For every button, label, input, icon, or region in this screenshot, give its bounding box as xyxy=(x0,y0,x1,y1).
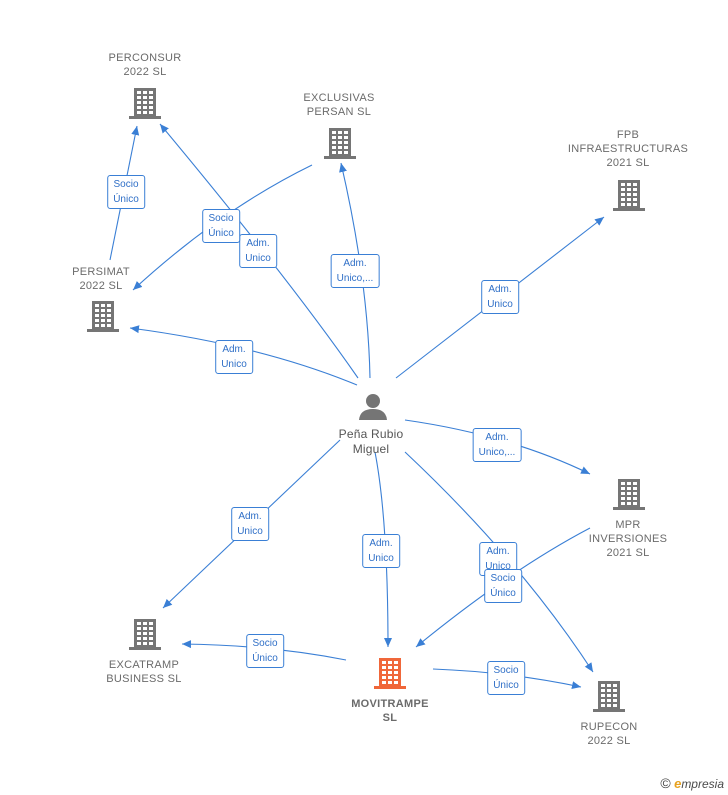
label-line: Peña Rubio xyxy=(338,427,404,441)
label-line: Único xyxy=(490,588,516,599)
company-label-fpb[interactable]: FPB INFRAESTRUCTURAS 2021 SL xyxy=(568,128,688,170)
label-line: 2021 SL xyxy=(606,157,650,169)
company-label-exclusivas[interactable]: EXCLUSIVAS PERSAN SL xyxy=(303,91,374,119)
label-line: EXCATRAMP xyxy=(108,659,180,671)
edge-label-center-mpr[interactable]: Adm. Unico,... xyxy=(472,428,522,462)
building-icon-perconsur[interactable] xyxy=(129,88,161,119)
label-line: INFRAESTRUCTURAS xyxy=(567,143,689,155)
label-line: Unico xyxy=(221,359,247,370)
label-line: 2022 SL xyxy=(123,66,167,78)
label-line: PERSAN SL xyxy=(306,106,372,118)
label-line: Adm. xyxy=(488,284,512,295)
label-line: Unico xyxy=(487,299,513,310)
person-icon[interactable] xyxy=(359,394,387,420)
label-line: Socio xyxy=(490,573,516,584)
building-icon-mpr[interactable] xyxy=(613,479,645,510)
label-line: MOVITRAMPE xyxy=(351,698,429,710)
company-label-mpr[interactable]: MPR INVERSIONES 2021 SL xyxy=(589,518,668,560)
label-line: PERSIMAT xyxy=(72,266,130,278)
building-icon-persimat[interactable] xyxy=(87,301,119,332)
brand-watermark: © empresia xyxy=(660,775,724,791)
label-line: 2022 SL xyxy=(587,735,631,747)
copyright-icon: © xyxy=(660,775,671,791)
edge-label-center-excatramp[interactable]: Adm. Unico xyxy=(231,507,269,541)
label-line: Adm. xyxy=(369,538,393,549)
label-line: Miguel xyxy=(352,442,390,456)
label-line: BUSINESS SL xyxy=(106,673,182,685)
brand-logo-text: mpresia xyxy=(681,777,724,791)
label-line: INVERSIONES xyxy=(588,533,668,545)
label-line: Adm. xyxy=(246,238,270,249)
label-line: Socio xyxy=(113,179,139,190)
company-label-perconsur[interactable]: PERCONSUR 2022 SL xyxy=(109,51,182,79)
building-icon-fpb[interactable] xyxy=(613,180,645,211)
building-icon-movitrampe[interactable] xyxy=(374,658,406,689)
label-line: Único xyxy=(252,653,278,664)
label-line: Socio xyxy=(493,665,519,676)
label-line: EXCLUSIVAS xyxy=(303,92,375,104)
main-company-label[interactable]: MOVITRAMPE SL xyxy=(351,697,429,725)
label-line: Adm. xyxy=(343,258,367,269)
brand-logo-initial: e xyxy=(674,776,682,791)
company-label-persimat[interactable]: PERSIMAT 2022 SL xyxy=(72,265,130,293)
label-line: PERCONSUR xyxy=(108,52,182,64)
label-line: Único xyxy=(113,194,139,205)
label-line: Adm. xyxy=(222,344,246,355)
edge-label-center-fpb[interactable]: Adm. Unico xyxy=(481,280,519,314)
label-line: SL xyxy=(382,712,398,724)
edge-label-center-perconsur[interactable]: Adm. Unico xyxy=(239,234,277,268)
company-label-rupecon[interactable]: RUPECON 2022 SL xyxy=(580,720,637,748)
label-line: FPB xyxy=(616,129,640,141)
label-line: Único xyxy=(493,680,519,691)
label-line: 2021 SL xyxy=(606,547,650,559)
label-line: Socio xyxy=(252,638,278,649)
label-line: Adm. xyxy=(238,511,262,522)
label-line: Unico xyxy=(237,526,263,537)
label-line: Adm. xyxy=(486,546,510,557)
label-line: MPR xyxy=(615,519,641,531)
edge-label-center-persimat[interactable]: Adm. Unico xyxy=(215,340,253,374)
label-line: Adm. xyxy=(485,432,509,443)
company-label-excatramp[interactable]: EXCATRAMP BUSINESS SL xyxy=(106,658,181,686)
label-line: Socio xyxy=(208,213,234,224)
label-line: Único xyxy=(208,228,234,239)
label-line: Unico,... xyxy=(478,447,516,458)
edge-label-center-movitrampe[interactable]: Adm. Unico xyxy=(362,534,400,568)
label-line: Unico xyxy=(245,253,271,264)
label-line: 2022 SL xyxy=(79,280,123,292)
label-line: Unico,... xyxy=(336,273,374,284)
label-line: Unico xyxy=(485,561,511,572)
building-icon-rupecon[interactable] xyxy=(593,681,625,712)
label-line: Unico xyxy=(368,553,394,564)
edge-label-center-exclusivas[interactable]: Adm. Unico,... xyxy=(330,254,380,288)
building-icon-excatramp[interactable] xyxy=(129,619,161,650)
label-line: RUPECON xyxy=(580,721,638,733)
building-icon-exclusivas[interactable] xyxy=(324,128,356,159)
